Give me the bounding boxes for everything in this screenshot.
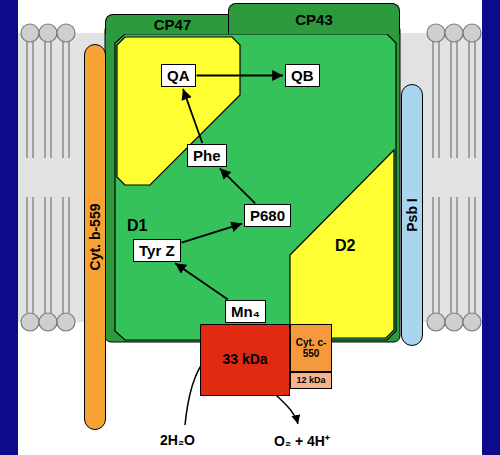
lipid-tail [456,197,458,314]
d2-region [117,37,240,185]
lipid-head [463,24,481,42]
cofactor-box: Phe [187,144,227,167]
lipid-tail [438,41,440,158]
lipid-tail [32,197,34,314]
protein-bar: Psb I [401,84,423,346]
node-text: Mn₄ [231,303,260,320]
lipid-head [21,24,39,42]
subunit-label-region: D1 [125,216,149,236]
lipid-tail [44,41,46,158]
node-text: Phe [193,147,221,164]
lipid-head [39,24,57,42]
white-panel [18,0,482,455]
extrinsic-protein: 33 kDa [200,324,290,396]
lipid-tail [474,41,476,158]
extrinsic-protein: Cyt. c-550 [290,324,332,372]
lipid-tail [68,41,70,158]
node-text: Cyt. c-550 [291,337,331,359]
lipid-tail [26,41,28,158]
lipid-tail [26,197,28,314]
electron-transfer-arrow [175,263,228,299]
node-text: Psb I [404,198,420,231]
lipid-tail [438,197,440,314]
lipid-tail [50,41,52,158]
reaction-label: 2H₂O [160,432,195,448]
electron-transfer-arrow [220,168,255,203]
node-text: 33 kDa [222,352,267,367]
lipid-tail [450,41,452,158]
lipid-head [427,24,445,42]
cytochrome-bar: Cyt. b-559 [84,44,106,430]
reaction-label: O₂ + 4H⁺ [274,431,330,450]
node-text: D1 [127,217,147,235]
cofactor-box: Tyr Z [133,239,181,262]
lipid-tail [62,197,64,314]
node-text: P680 [250,207,285,224]
node-text: QB [291,67,314,84]
extrinsic-protein: 12 kDa [290,372,332,389]
node-text: CP47 [154,16,192,33]
cofactor-box: Mn₄ [225,300,266,323]
oxygen-arrow [275,394,298,424]
node-text: 12 kDa [296,376,325,386]
electron-transfer-arrow [197,75,284,77]
lipid-head [427,313,445,331]
antenna-backdrop [105,24,400,342]
lipid-head [39,313,57,331]
lipid-tail [62,41,64,158]
subunit-label-region: D2 [333,236,357,256]
lipid-tail [432,41,434,158]
lipid-tail [468,197,470,314]
lipid-tail [456,41,458,158]
lipid-head [463,313,481,331]
node-text: Cyt. b-559 [87,204,103,271]
lipid-tail [474,197,476,314]
lipid-tail [468,41,470,158]
lipid-tail [68,197,70,314]
lipid-head [21,313,39,331]
reaction-center-shape [115,34,396,340]
cofactor-box: P680 [244,204,291,227]
electron-transfer-arrow [183,89,202,143]
lipid-tail [44,197,46,314]
lipid-tail [50,197,52,314]
lipid-tail [32,41,34,158]
lipid-head [445,313,463,331]
d2-region [290,150,394,338]
lipid-tail [432,197,434,314]
cofactor-box: QA [161,64,196,87]
protein-subunit: CP47 [105,14,240,34]
node-text: D2 [335,237,355,255]
lipid-tail [450,197,452,314]
cofactor-box: QB [285,64,320,87]
lipid-head [57,24,75,42]
node-text: QA [167,67,190,84]
protein-subunit: CP43 [228,3,400,34]
lipid-head [445,24,463,42]
electron-transfer-arrow [182,224,243,243]
node-text: CP43 [295,11,333,28]
lipid-head [57,313,75,331]
node-text: Tyr Z [139,242,175,259]
